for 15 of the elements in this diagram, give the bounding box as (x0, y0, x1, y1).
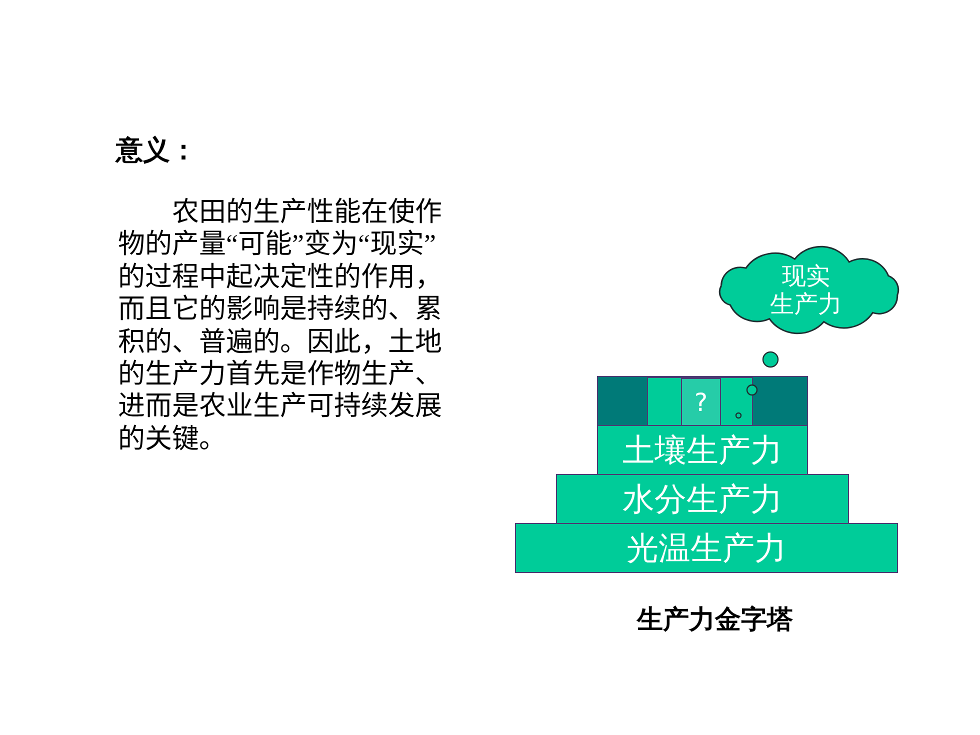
heading: 意义： (116, 134, 197, 168)
question-mark: ? (694, 389, 708, 417)
question-block (681, 378, 721, 428)
figure-caption: 生产力金字塔 (637, 604, 793, 636)
layer-label: 光温生产力 (626, 529, 786, 567)
pyramid-block (647, 377, 753, 427)
pyramid-layer (515, 523, 898, 573)
cloud-text: 现实生产力 (770, 262, 842, 318)
layer-label: 水分生产力 (622, 480, 782, 518)
pyramid-layer (556, 474, 849, 524)
pyramid-top-band (597, 376, 808, 426)
thought-cloud (718, 245, 900, 335)
body-paragraph: 农田的生产性能在使作物的产量“可能”变为“现实”的过程中起决定性的作用，而且它的影响是持续的、累积的、普遍的。因此，土地的生产力首先是作物生产、进而是农业生产可持续发展的关键。 (118, 196, 443, 456)
layer-label: 土壤生产力 (622, 431, 782, 469)
pyramid-layer (597, 425, 808, 475)
